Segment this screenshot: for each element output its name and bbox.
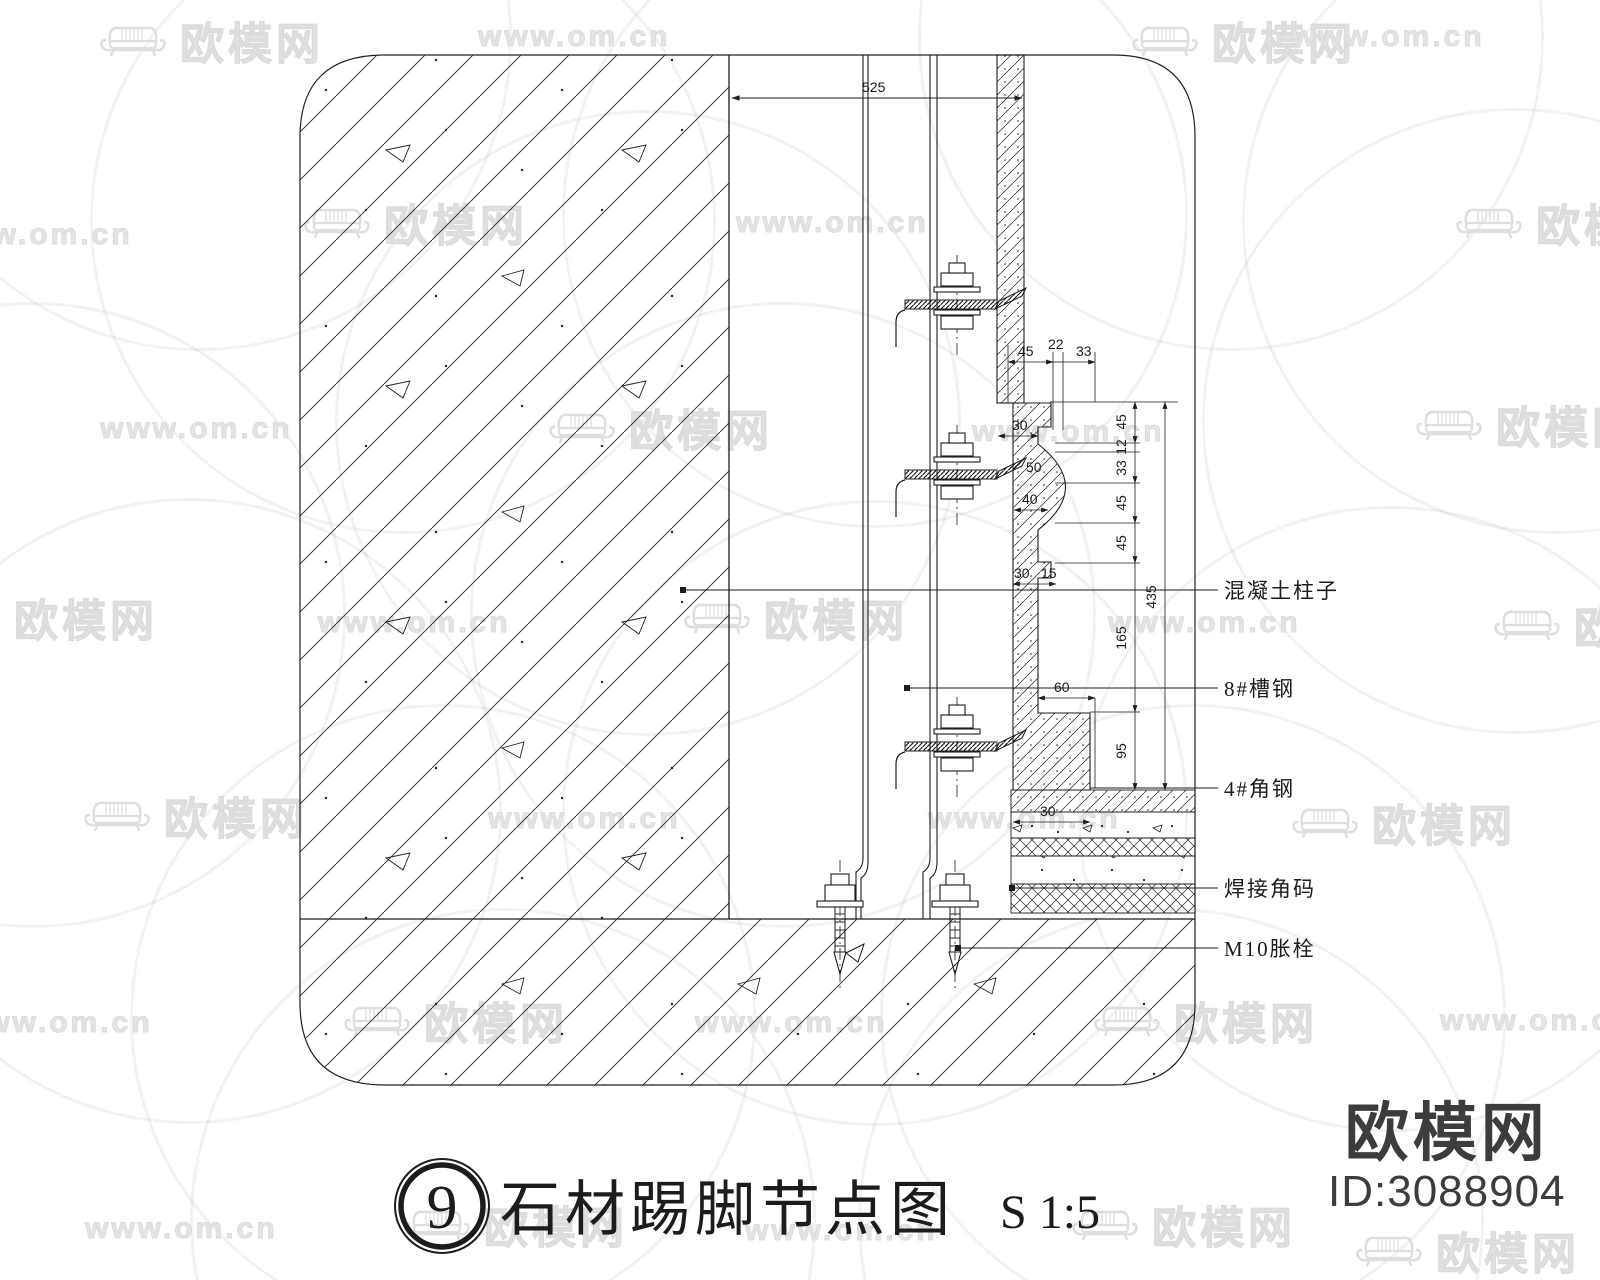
label-angle-steel: 4#角钢: [1224, 777, 1295, 801]
dim-text: 15: [1041, 565, 1057, 581]
bolt-flag: [845, 943, 865, 963]
floor-finish-layers: [1010, 789, 1196, 914]
watermark-logo: 欧模网: [1090, 988, 1318, 1052]
watermark-url: www.om.cn: [100, 412, 293, 446]
dim-top-width: 525: [731, 79, 1023, 101]
dim-text: 165: [1113, 626, 1129, 650]
dim-stone-details: [997, 433, 1096, 825]
dim-text: 22: [1048, 336, 1064, 352]
detail-number: 9: [427, 1174, 458, 1242]
watermark-logo: 欧模网: [1128, 8, 1356, 72]
watermark-logo: 欧模网: [1068, 1192, 1296, 1256]
dim-text: 45: [1113, 414, 1129, 430]
watermark-logo: 欧模网: [96, 8, 324, 72]
watermark-logo: 欧模网: [680, 585, 908, 649]
watermark-logo: 欧模网: [1452, 190, 1600, 254]
title-block: 9 石材踢脚节点图 S 1:5: [394, 1158, 1100, 1254]
dim-text: 12: [1113, 439, 1129, 455]
watermark-url: www.om.cn: [85, 1212, 278, 1246]
dim-text: 30: [1014, 565, 1030, 581]
detail-title: 石材踢脚节点图: [500, 1177, 955, 1243]
watermark-url: www.om.cn: [0, 1006, 153, 1040]
stone-anchor: [895, 696, 1027, 800]
dim-text: 525: [862, 79, 886, 95]
site-name: 欧模网: [1344, 1097, 1549, 1169]
channel-steel-lines: [855, 55, 938, 919]
site-branding: 欧模网 ID:3088904: [1328, 1097, 1566, 1217]
dim-text: 95: [1113, 743, 1129, 759]
watermark-logo: 欧模网: [1490, 592, 1600, 656]
stone-skirting: [996, 54, 1091, 791]
watermark-url: www.om.cn: [745, 1214, 938, 1248]
dim-text: 40: [1022, 491, 1038, 507]
floor-slab-hatch: [300, 919, 1195, 1085]
detail-scale: S 1:5: [1000, 1186, 1100, 1239]
dim-chain-top: [1007, 345, 1096, 430]
watermark-url: www.om.cn: [478, 20, 671, 54]
label-channel-steel: 8#槽钢: [1224, 677, 1295, 701]
dim-chain-right: [1050, 401, 1178, 791]
concrete-column-hatch: [300, 55, 729, 919]
leader-lines: [680, 587, 1218, 951]
dim-text: 50: [1026, 459, 1042, 475]
watermark-url: www.om.cn: [1108, 606, 1301, 640]
label-concrete-column: 混凝土柱子: [1224, 579, 1339, 603]
dim-text: 60: [1054, 679, 1070, 695]
watermark-url: www.om.cn: [736, 206, 929, 240]
model-id: ID:3088904: [1328, 1167, 1566, 1217]
dim-text: 435: [1143, 585, 1159, 609]
dim-text: 30: [1040, 803, 1056, 819]
dim-text: 45: [1113, 495, 1129, 511]
dim-text: 45: [1018, 343, 1034, 359]
watermark-url: www.om.cn: [1292, 20, 1485, 54]
watermark-url: www.om.cn: [0, 218, 133, 252]
watermark-logo: 欧模网: [1412, 392, 1600, 456]
dim-text: 33: [1076, 343, 1092, 359]
label-welded-angle: 焊接角码: [1224, 877, 1316, 901]
watermark-logo: 欧模网: [400, 1192, 628, 1256]
stone-anchor: [895, 424, 1027, 528]
dim-text: 45: [1113, 535, 1129, 551]
watermark-logo: 欧模网: [1352, 1218, 1580, 1280]
dim-text: 30: [1012, 417, 1028, 433]
watermark-logo: 欧模网: [80, 783, 308, 847]
watermark-url: www.om.cn: [1440, 1004, 1600, 1038]
label-expansion-bolt: M10胀栓: [1224, 937, 1316, 961]
watermark-logo: 欧模网: [0, 585, 158, 649]
watermark-logo: 欧模网: [1288, 790, 1516, 854]
dim-text: 33: [1113, 460, 1129, 476]
